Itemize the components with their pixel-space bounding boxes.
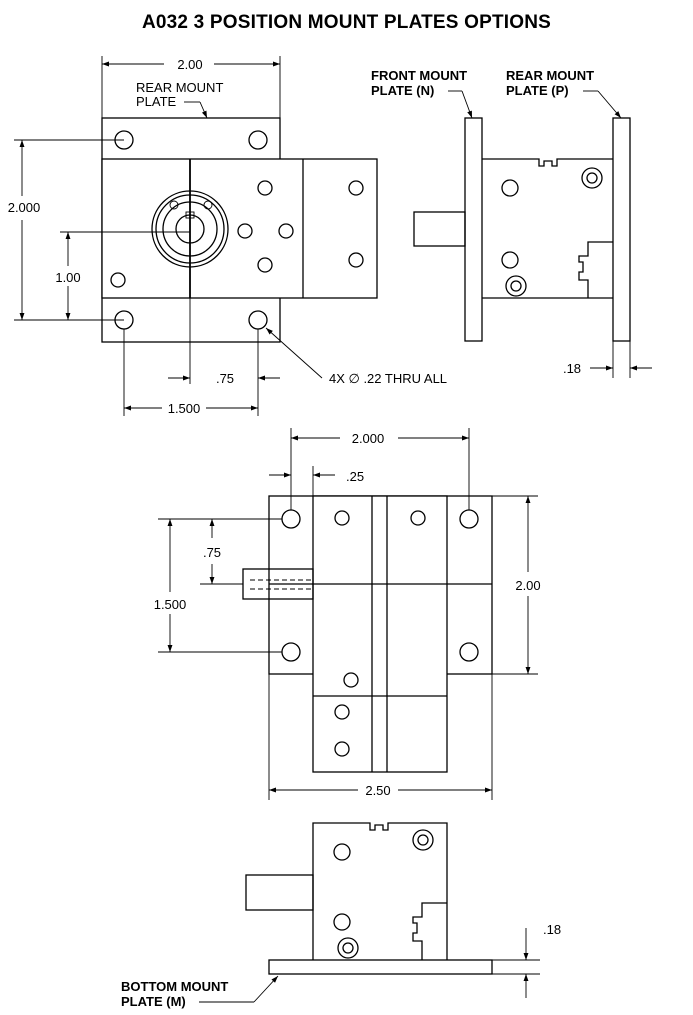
front-plate-label-line2: PLATE (N)	[371, 83, 434, 98]
rear-plate-label-line1: REAR MOUNT	[136, 80, 223, 95]
front-mount-plate	[464, 117, 483, 342]
page-title: A032 3 POSITION MOUNT PLATES OPTIONS	[141, 12, 552, 33]
front-view: 2.00 REAR MOUNT PLATE 2.000 1.00 .75 1.5…	[8, 56, 447, 416]
dim-width: 2.00	[177, 57, 202, 72]
dim-edge: .25	[346, 469, 364, 484]
rear-mount-plate-side	[612, 117, 631, 342]
dim-bottom-thickness: .18	[543, 922, 561, 937]
front-plate-label-line1: FRONT MOUNT	[371, 68, 467, 83]
shaft-bore	[175, 214, 205, 244]
bottom-mount-plate	[268, 959, 493, 975]
dim-height: 2.000	[8, 200, 41, 215]
output-shaft-bottom	[245, 874, 314, 911]
dim-height-right: 2.00	[515, 578, 540, 593]
bottom-view: .18 BOTTOM MOUNT PLATE (M)	[121, 822, 561, 1009]
side-view: FRONT MOUNT PLATE (N) REAR MOUNT PLATE (…	[371, 68, 652, 378]
dim-offset: .75	[216, 371, 234, 386]
bottom-plate-label-line1: BOTTOM MOUNT	[121, 979, 228, 994]
bottom-plate-label-line2: PLATE (M)	[121, 994, 186, 1009]
dim-spacing: 1.500	[168, 401, 201, 416]
bore-outer	[151, 190, 229, 268]
dim-small-offset: .75	[203, 545, 221, 560]
gearbox-top-outline	[312, 495, 448, 773]
rear-plate-p-label-line2: PLATE (P)	[506, 83, 569, 98]
dim-width-bottom: 2.50	[365, 783, 390, 798]
dim-hole-spacing: 2.000	[352, 431, 385, 446]
top-view: 2.000 .25 .75 1.500 2.00 2.50	[154, 428, 541, 800]
rear-plate-p-label-line1: REAR MOUNT	[506, 68, 594, 83]
rear-plate-label-line2: PLATE	[136, 94, 177, 109]
output-shaft	[413, 211, 466, 247]
dim-center-height: 1.00	[55, 270, 80, 285]
mount-hole	[248, 310, 268, 330]
mount-hole	[248, 130, 268, 150]
dim-vertical-spacing: 1.500	[154, 597, 187, 612]
dim-plate-thickness: .18	[563, 361, 581, 376]
hole-note: 4X ∅ .22 THRU ALL	[329, 371, 447, 386]
